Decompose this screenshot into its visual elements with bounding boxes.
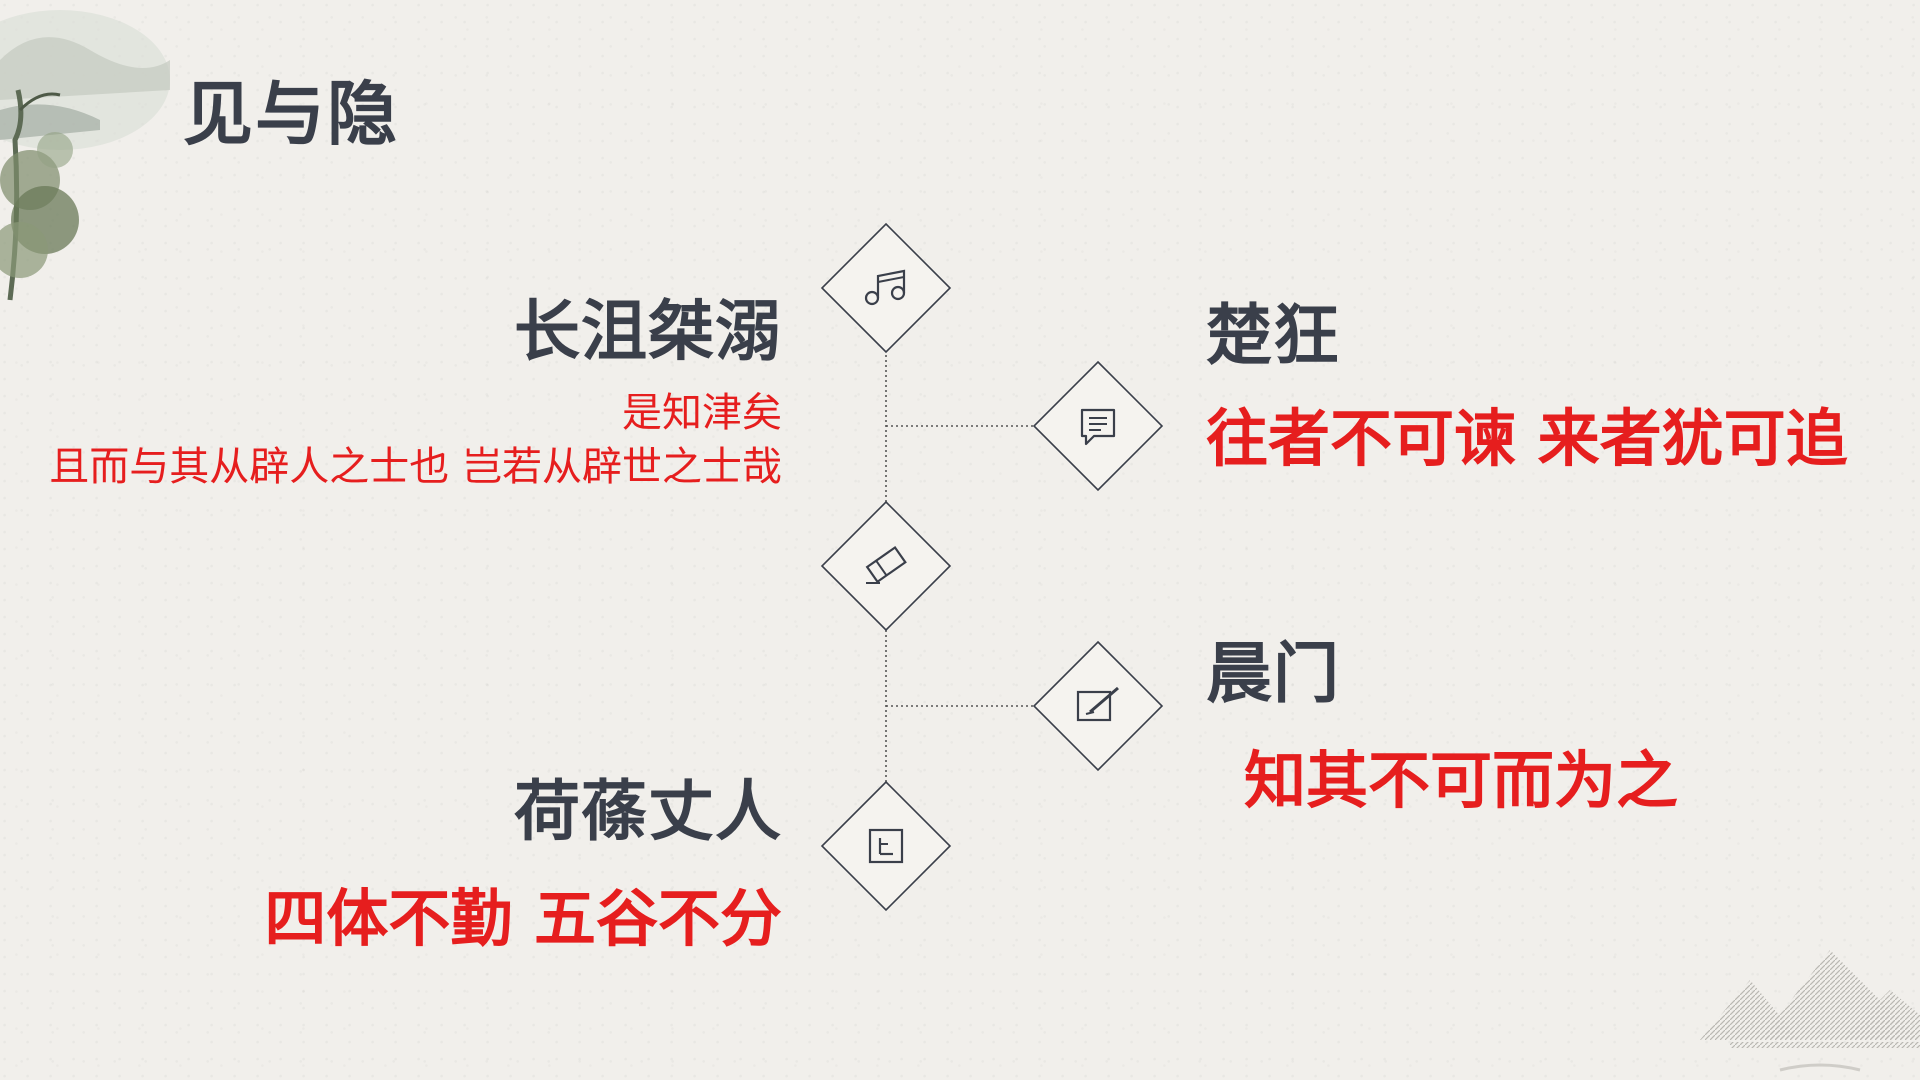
right-item1-quote: 往者不可谏 来者犹可追 — [1206, 402, 1848, 475]
mountain-decoration — [1700, 950, 1920, 1072]
right-item1-name: 楚狂 — [1206, 297, 1340, 374]
left-item2-quote: 四体不勤 五谷不分 — [264, 882, 782, 955]
music-note-icon — [820, 222, 952, 354]
edit-icon — [1032, 640, 1164, 772]
chat-message-icon — [1032, 360, 1164, 492]
landscape-decoration — [0, 10, 170, 301]
download-box-icon — [820, 780, 952, 912]
right-item2-quote: 知其不可而为之 — [1244, 744, 1679, 817]
left-item1-line2: 且而与其从辟人之士也 岂若从辟世之士哉 — [49, 444, 782, 490]
left-item1-name: 长沮桀溺 — [514, 293, 782, 370]
slide-title: 见与隐 — [183, 73, 399, 155]
left-item1-line1: 是知津矣 — [622, 390, 782, 436]
left-item2-name: 荷蓧丈人 — [514, 773, 782, 850]
eraser-icon — [820, 500, 952, 632]
right-item2-name: 晨门 — [1206, 635, 1340, 712]
